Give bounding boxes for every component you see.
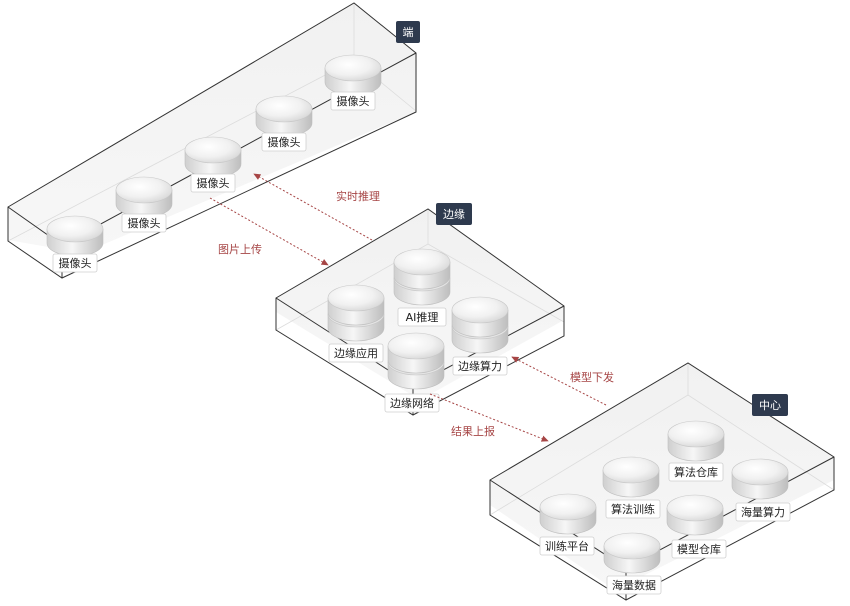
edge-application-node[interactable]: 边缘应用 bbox=[327, 284, 385, 363]
edge-network-node[interactable]: 边缘网络 bbox=[384, 332, 445, 413]
svg-text:摄像头: 摄像头 bbox=[337, 94, 370, 108]
image-upload-arrow bbox=[209, 197, 329, 266]
camera-label: 摄像头 bbox=[190, 173, 236, 193]
camera-node[interactable]: 摄像头 bbox=[184, 136, 242, 193]
svg-text:摄像头: 摄像头 bbox=[268, 135, 301, 149]
image-upload-flow: 图片上传 bbox=[209, 197, 329, 266]
massive-data-node[interactable]: 海量数据 bbox=[603, 532, 662, 595]
massive-data-label: 海量数据 bbox=[606, 575, 662, 595]
edge-compute-label: 边缘算力 bbox=[452, 356, 508, 376]
camera-node[interactable]: 摄像头 bbox=[46, 215, 104, 273]
realtime-inference-arrow bbox=[253, 173, 373, 241]
svg-text:海量数据: 海量数据 bbox=[612, 578, 656, 592]
camera-label: 摄像头 bbox=[52, 253, 98, 273]
camera-node[interactable]: 摄像头 bbox=[324, 54, 382, 111]
camera-label: 摄像头 bbox=[261, 132, 307, 152]
svg-text:边缘网络: 边缘网络 bbox=[390, 396, 434, 410]
edge-nodes: AI推理 边缘应用 边缘算力 bbox=[327, 248, 509, 413]
massive-compute-label: 海量算力 bbox=[735, 502, 791, 522]
realtime-inference-label: 实时推理 bbox=[336, 189, 380, 203]
svg-text:海量算力: 海量算力 bbox=[741, 505, 785, 519]
svg-text:算法仓库: 算法仓库 bbox=[674, 465, 718, 479]
algorithm-training-label: 算法训练 bbox=[605, 499, 661, 519]
svg-text:边缘: 边缘 bbox=[443, 208, 465, 221]
svg-text:端: 端 bbox=[403, 26, 414, 39]
svg-text:边缘应用: 边缘应用 bbox=[334, 346, 378, 360]
result-report-label: 结果上报 bbox=[451, 424, 495, 438]
algorithm-repo-node[interactable]: 算法仓库 bbox=[667, 420, 725, 482]
realtime-inference-flow: 实时推理 bbox=[253, 173, 380, 241]
edge-application-label: 边缘应用 bbox=[328, 343, 384, 363]
model-dispatch-arrow bbox=[511, 356, 607, 406]
model-dispatch-label: 模型下发 bbox=[570, 370, 614, 384]
training-platform-label: 训练平台 bbox=[539, 536, 595, 556]
camera-label: 摄像头 bbox=[121, 213, 167, 233]
training-platform-node[interactable]: 训练平台 bbox=[539, 493, 597, 556]
result-report-flow: 结果上报 bbox=[429, 393, 549, 442]
svg-text:摄像头: 摄像头 bbox=[59, 256, 92, 270]
svg-text:摄像头: 摄像头 bbox=[128, 216, 161, 230]
image-upload-label: 图片上传 bbox=[218, 243, 262, 256]
model-dispatch-flow: 模型下发 bbox=[511, 356, 614, 406]
edge-compute-node[interactable]: 边缘算力 bbox=[451, 296, 509, 376]
svg-text:中心: 中心 bbox=[759, 399, 781, 412]
model-repo-node[interactable]: 模型仓库 bbox=[666, 494, 727, 559]
algorithm-training-node[interactable]: 算法训练 bbox=[602, 456, 661, 519]
center-tier-tag: 中心 bbox=[752, 394, 788, 416]
algorithm-repo-label: 算法仓库 bbox=[668, 462, 724, 482]
camera-node[interactable]: 摄像头 bbox=[255, 95, 313, 152]
edge-tier-tag: 边缘 bbox=[436, 203, 472, 225]
svg-text:边缘算力: 边缘算力 bbox=[458, 359, 502, 373]
ai-inference-label: AI推理 bbox=[397, 307, 447, 327]
massive-compute-node[interactable]: 海量算力 bbox=[731, 458, 791, 522]
camera-label: 摄像头 bbox=[330, 91, 376, 111]
device-nodes: 摄像头 摄像头 摄像头 摄像头 bbox=[46, 54, 382, 273]
svg-text:算法训练: 算法训练 bbox=[611, 502, 655, 516]
center-nodes: 算法仓库 算法训练 海量算力 模型仓库 bbox=[539, 420, 791, 595]
result-report-arrow bbox=[429, 393, 549, 442]
camera-node[interactable]: 摄像头 bbox=[115, 176, 173, 233]
device-tier-floor bbox=[8, 3, 417, 253]
ai-inference-node[interactable]: AI推理 bbox=[393, 248, 451, 327]
edge-network-label: 边缘网络 bbox=[384, 393, 440, 413]
svg-text:AI推理: AI推理 bbox=[406, 310, 439, 324]
svg-text:训练平台: 训练平台 bbox=[545, 539, 589, 553]
device-tier-tag: 端 bbox=[396, 21, 420, 43]
svg-text:模型仓库: 模型仓库 bbox=[677, 542, 721, 556]
model-repo-label: 模型仓库 bbox=[671, 539, 727, 559]
svg-text:摄像头: 摄像头 bbox=[197, 176, 230, 190]
